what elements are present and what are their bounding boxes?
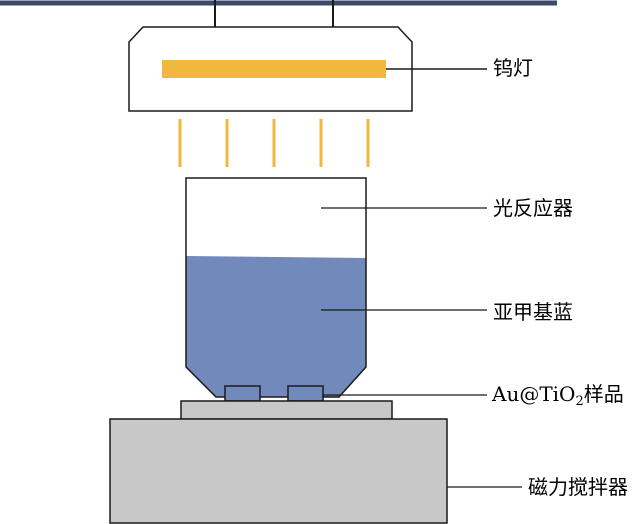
solution-label: 亚甲基蓝 — [493, 300, 573, 324]
sample-block-left — [224, 385, 261, 402]
sample-label-prefix: Au@TiO — [492, 382, 576, 406]
lamp-label: 钨灯 — [493, 56, 533, 80]
sample-label-suffix: 样品 — [583, 382, 624, 406]
sample-block-right — [287, 385, 324, 402]
stirrer-label: 磁力搅拌器 — [528, 475, 628, 499]
magnetic-stirrer-icon — [109, 418, 448, 524]
sample-label: Au@TiO2样品 — [492, 384, 624, 408]
light-rays — [178, 119, 370, 167]
stirrer-platform — [180, 400, 393, 420]
methylene-blue-solution — [186, 256, 366, 397]
reactor-label: 光反应器 — [493, 196, 573, 220]
sample-label-subscript: 2 — [575, 394, 584, 409]
photo-reactor-vessel-icon — [185, 177, 367, 398]
tungsten-lamp-icon — [162, 60, 386, 78]
